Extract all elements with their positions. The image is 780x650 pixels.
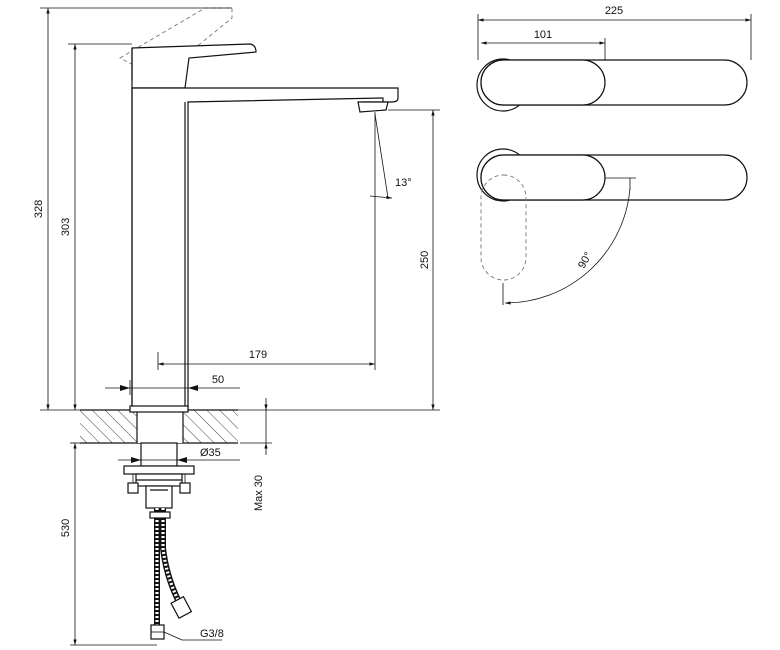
faucet-side-view	[119, 7, 399, 411]
faucet-spout	[131, 87, 399, 411]
label-spout-reach: 179	[249, 349, 267, 361]
hose-nut-right	[170, 595, 193, 620]
label-hose-connection: G3/8	[200, 628, 224, 640]
label-base-width: 50	[212, 374, 224, 386]
spout-aerator	[357, 101, 389, 113]
supply-hoses	[149, 508, 193, 640]
label-top-view-length: 225	[605, 5, 623, 17]
countertop-section	[80, 409, 238, 444]
label-total-height: 328	[33, 200, 45, 218]
top-view-closed	[476, 14, 752, 112]
label-mounting-diameter: Ø35	[200, 447, 221, 459]
label-hose-length: 530	[60, 519, 72, 537]
dimension-labels: 328 303 250 179 50 13° Ø35 Max 30 530 G3…	[33, 5, 623, 640]
label-spout-clearance: 250	[419, 251, 431, 269]
faucet-handle	[131, 43, 257, 89]
label-handle-length: 101	[534, 29, 552, 41]
mounting-hardware	[123, 405, 195, 509]
label-max-deck-thickness: Max 30	[253, 475, 265, 511]
label-spout-angle: 13°	[395, 177, 412, 189]
top-view-rotated	[476, 148, 748, 305]
dimension-lines	[40, 7, 440, 646]
label-body-height: 303	[60, 218, 72, 236]
